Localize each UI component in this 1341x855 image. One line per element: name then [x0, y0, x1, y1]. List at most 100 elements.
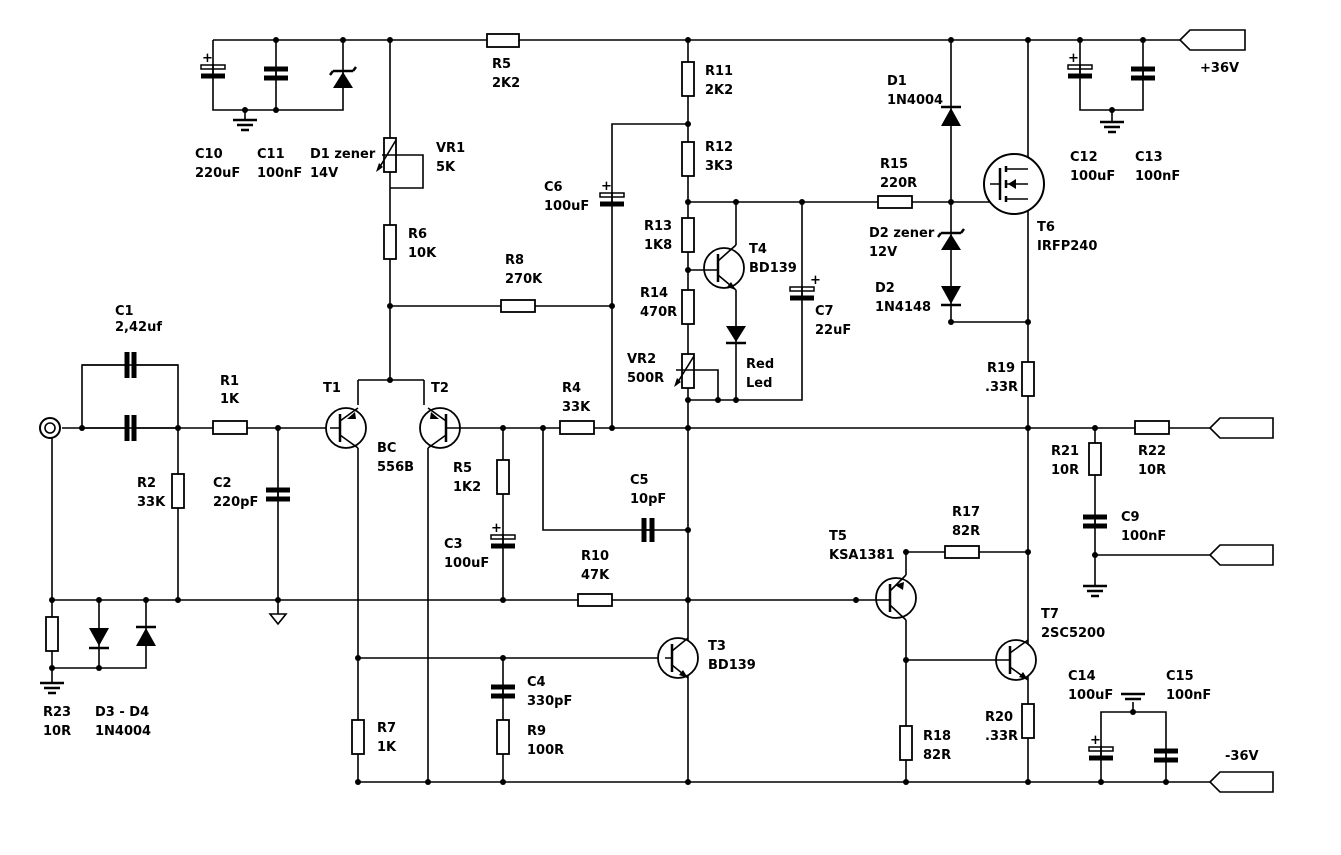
label-R5a-name: R5	[492, 57, 511, 72]
label-VR2-name: VR2	[627, 352, 656, 367]
R21-symbol	[1088, 442, 1102, 476]
R20-symbol	[1021, 703, 1035, 739]
label-R9-value: 100R	[527, 743, 564, 758]
label-R10-value: 47K	[581, 568, 610, 583]
label-T6-name: T6	[1037, 220, 1055, 235]
label-D1z-name: D1 zener	[310, 147, 376, 162]
R6-symbol	[383, 224, 397, 260]
label-R4-value: 33K	[562, 400, 591, 415]
diodes	[89, 66, 965, 650]
label-D1z-value: 14V	[310, 166, 338, 181]
label-C14-value: 100uF	[1068, 688, 1113, 703]
label-R8-name: R8	[505, 253, 524, 268]
R17-symbol	[944, 545, 980, 559]
label-C12-name: C12	[1070, 150, 1098, 165]
label-C3-name: C3	[444, 537, 463, 552]
R5a-symbol	[486, 33, 520, 48]
label-D2-name: D2	[875, 281, 895, 296]
svg-text:+: +	[601, 179, 612, 194]
label-R12-name: R12	[705, 140, 733, 155]
transistors	[325, 153, 1045, 681]
label-C13-name: C13	[1135, 150, 1163, 165]
label-C6-name: C6	[544, 180, 563, 195]
label-R12-value: 3K3	[705, 159, 733, 174]
label-R6-value: 10K	[408, 246, 437, 261]
label-R21-name: R21	[1051, 444, 1079, 459]
junctions	[49, 37, 1169, 785]
label-R14-name: R14	[640, 286, 668, 301]
R10-symbol	[577, 593, 613, 607]
label-R17-name: R17	[952, 505, 980, 520]
R13-symbol	[681, 217, 695, 253]
label-T4-name: T4	[749, 242, 767, 257]
label-C12-value: 100uF	[1070, 169, 1115, 184]
label-T1-name: T1	[323, 381, 341, 396]
label-C13-value: 100nF	[1135, 169, 1180, 184]
label-R8-value: 270K	[505, 272, 543, 287]
R23-symbol	[45, 616, 59, 652]
label-C9-value: 100nF	[1121, 529, 1166, 544]
label-R22-value: 10R	[1138, 463, 1166, 478]
label-R1-value: 1K	[220, 392, 240, 407]
label-D2z-name: D2 zener	[869, 226, 935, 241]
label-D2z-value: 12V	[869, 245, 897, 260]
label-R1-name: R1	[220, 374, 239, 389]
label-R6-name: R6	[408, 227, 427, 242]
label-C5-value: 10pF	[630, 492, 666, 507]
label-C1-value: 2,42uf	[115, 320, 162, 335]
label-T2-name: T2	[431, 381, 449, 396]
label-D1-value: 1N4004	[887, 93, 943, 108]
label-R20-name: R20	[985, 710, 1013, 725]
label-R22-name: R22	[1138, 444, 1166, 459]
svg-text:+: +	[202, 51, 213, 66]
R14-symbol	[681, 289, 695, 325]
label-T5-name: T5	[829, 529, 847, 544]
label-C7-name: C7	[815, 304, 834, 319]
grounds	[40, 118, 1145, 701]
label-C10-value: 220uF	[195, 166, 240, 181]
R1-symbol	[212, 420, 248, 435]
svg-text:+: +	[810, 273, 821, 288]
label-R21-value: 10R	[1051, 463, 1079, 478]
label-C10-name: C10	[195, 147, 223, 162]
label-VR1-value: 5K	[436, 160, 456, 175]
label-R18-value: 82R	[923, 748, 951, 763]
label-C2-value: 220pF	[213, 495, 258, 510]
R2-symbol	[171, 473, 185, 509]
label-R2-value: 33K	[137, 495, 166, 510]
label-C6-value: 100uF	[544, 199, 589, 214]
label-D1-name: D1	[887, 74, 907, 89]
label-R19-value: .33R	[985, 380, 1018, 395]
label-T6-value: IRFP240	[1037, 239, 1097, 254]
R18-symbol	[899, 725, 913, 761]
label-T7-value: 2SC5200	[1041, 626, 1105, 641]
label-C14-name: C14	[1068, 669, 1096, 684]
label-R20-value: .33R	[985, 729, 1018, 744]
R8-symbol	[500, 299, 536, 313]
label-T3-name: T3	[708, 639, 726, 654]
label-R10-name: R10	[581, 549, 609, 564]
label-C3-value: 100uF	[444, 556, 489, 571]
label-C9-name: C9	[1121, 510, 1140, 525]
VR2-symbol	[681, 353, 695, 389]
label-T4-value: BD139	[749, 261, 797, 276]
svg-text:+: +	[491, 521, 502, 536]
label-D3-value: 1N4004	[95, 724, 151, 739]
label-C7-value: 22uF	[815, 323, 851, 338]
label-R2-name: R2	[137, 476, 156, 491]
label-R11-value: 2K2	[705, 83, 733, 98]
label-R9-name: R9	[527, 724, 546, 739]
R11-symbol	[681, 61, 695, 97]
label-C4-name: C4	[527, 675, 546, 690]
label-D2-value: 1N4148	[875, 300, 931, 315]
label-R4-name: R4	[562, 381, 581, 396]
R15-symbol	[877, 195, 913, 209]
wires	[51, 39, 1210, 783]
resistors	[45, 33, 1170, 761]
label-T5-value: KSA1381	[829, 548, 895, 563]
label-R15-value: 220R	[880, 176, 917, 191]
label-C2-name: C2	[213, 476, 232, 491]
label-VR2-value: 500R	[627, 371, 664, 386]
label-R7-value: 1K	[377, 740, 397, 755]
